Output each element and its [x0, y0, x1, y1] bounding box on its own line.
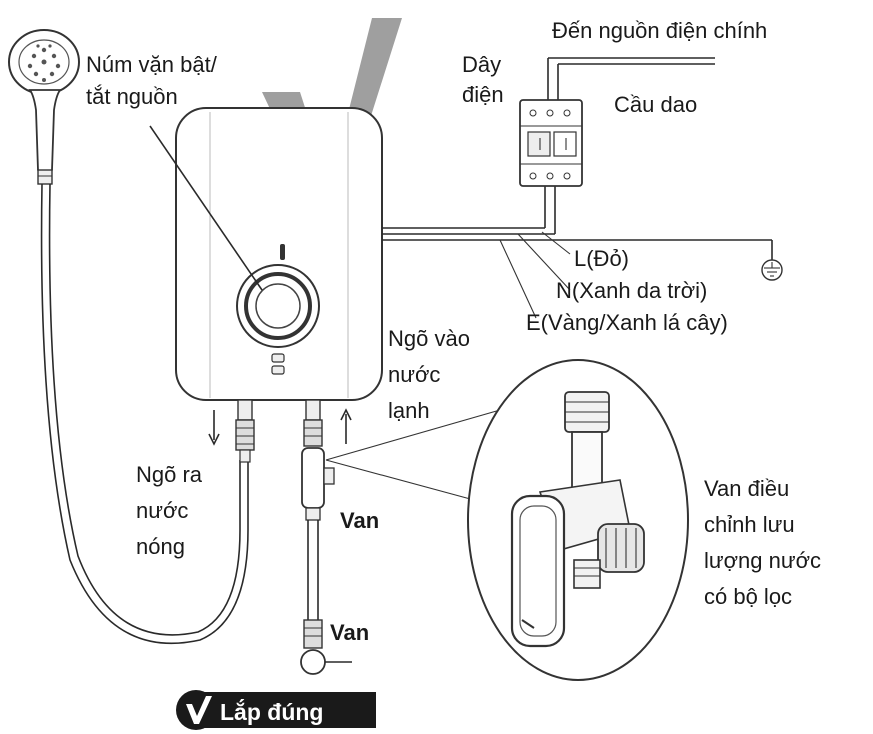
check-icon	[186, 696, 212, 724]
power-wires	[382, 57, 773, 260]
flow-valve-label-2: chỉnh lưu	[704, 512, 795, 537]
hot-out-label-3: nóng	[136, 534, 185, 559]
cold-in-arrow-icon	[340, 408, 352, 444]
knob-label-1: Núm vặn bật/	[86, 52, 218, 77]
flow-valve-label-1: Van điều	[704, 476, 789, 501]
shower-hose	[40, 183, 249, 645]
to-power-label: Đến nguồn điện chính	[552, 18, 767, 43]
cold-in-label-3: lạnh	[388, 398, 430, 423]
hot-out-arrow-icon	[208, 410, 220, 446]
earth-wire-label: E(Vàng/Xanh lá cây)	[526, 310, 728, 335]
correct-install-badge: Lắp đúng	[176, 690, 376, 730]
flow-valve-small	[301, 447, 335, 521]
breaker-label: Cầu dao	[614, 92, 697, 117]
wire-label-1: Dây	[462, 52, 501, 77]
cold-in-label-2: nước	[388, 362, 440, 387]
wire-label-2: điện	[462, 82, 504, 107]
live-wire-label: L(Đỏ)	[574, 246, 629, 271]
flow-valve-label-3: lượng nước	[704, 548, 821, 573]
flow-valve-label-4: có bộ lọc	[704, 584, 792, 609]
hot-outlet-fitting	[235, 399, 255, 463]
circuit-breaker-icon	[519, 99, 583, 187]
valve-upper-label: Van	[340, 508, 379, 533]
cold-in-label-1: Ngõ vào	[388, 326, 470, 351]
badge-label: Lắp đúng	[220, 698, 323, 725]
cold-inlet-fitting	[303, 399, 323, 447]
water-heater-unit	[175, 107, 383, 401]
hot-out-label-1: Ngõ ra	[136, 462, 203, 487]
neutral-wire-label: N(Xanh da trời)	[556, 278, 707, 303]
knob-pointer-line	[149, 125, 263, 291]
ground-icon	[761, 259, 783, 281]
knob-label-2: tắt nguồn	[86, 84, 178, 109]
stop-valve-small	[300, 619, 352, 675]
valve-lower-label: Van	[330, 620, 369, 645]
flow-valve-zoom	[467, 359, 689, 681]
shower-head-icon	[8, 29, 80, 185]
hot-out-label-2: nước	[136, 498, 188, 523]
